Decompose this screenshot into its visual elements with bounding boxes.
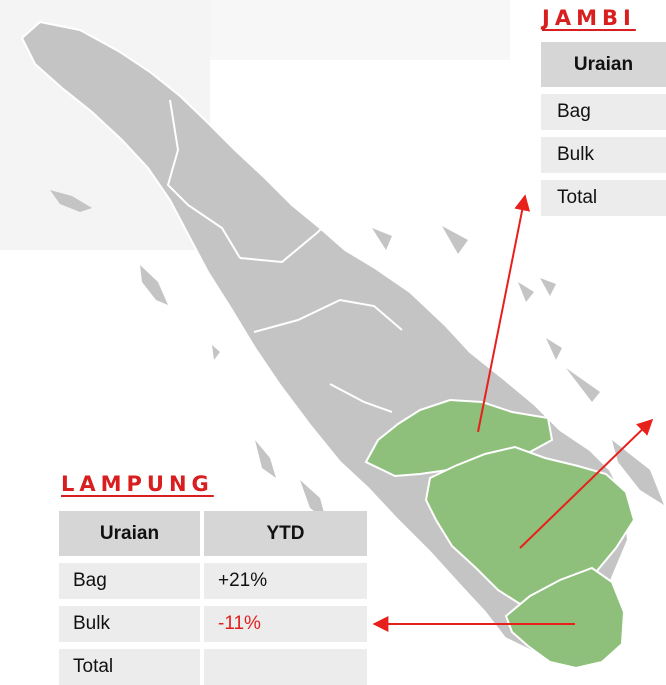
table-header-row: Uraian xyxy=(541,42,666,87)
island xyxy=(540,278,556,296)
column-header-uraian: Uraian xyxy=(541,42,666,87)
arrow-right-region xyxy=(519,418,654,549)
table-row: Bulk -11% xyxy=(59,599,367,642)
island xyxy=(372,228,392,250)
row-value: +21% xyxy=(200,556,367,599)
row-label: Total xyxy=(541,173,666,216)
table-row: Total xyxy=(541,173,666,216)
arrow-jambi-table xyxy=(477,194,531,433)
column-header-ytd: YTD xyxy=(200,511,367,556)
table-row: Total xyxy=(59,642,367,685)
row-label: Total xyxy=(59,642,200,685)
row-label: Bulk xyxy=(59,599,200,642)
island xyxy=(566,368,600,402)
island xyxy=(300,480,326,520)
row-label: Bulk xyxy=(541,130,666,173)
province-lampung xyxy=(504,566,626,670)
island xyxy=(518,282,534,302)
table-row: Bulk xyxy=(541,130,666,173)
background-panel xyxy=(210,0,510,60)
island xyxy=(212,345,220,360)
table-header-row: Uraian YTD xyxy=(59,511,367,556)
island xyxy=(140,265,168,305)
island xyxy=(612,440,664,505)
row-label: Bag xyxy=(59,556,200,599)
province-borders xyxy=(166,99,403,413)
table-row: Bag xyxy=(541,87,666,130)
island xyxy=(50,190,92,212)
jambi-table: Uraian Bag Bulk Total xyxy=(541,42,666,216)
lampung-title: LAMPUNG xyxy=(61,472,214,496)
table-row: Bag +21% xyxy=(59,556,367,599)
column-header-uraian: Uraian xyxy=(59,511,200,556)
island xyxy=(442,226,468,254)
island xyxy=(255,440,276,478)
island xyxy=(546,338,562,360)
row-value-negative: -11% xyxy=(200,599,367,642)
row-value xyxy=(200,642,367,685)
lampung-table: Uraian YTD Bag +21% Bulk -11% Total xyxy=(59,511,367,685)
row-label: Bag xyxy=(541,87,666,130)
jambi-title: JAMBI xyxy=(542,6,636,30)
province-south-sumatra xyxy=(424,445,636,606)
